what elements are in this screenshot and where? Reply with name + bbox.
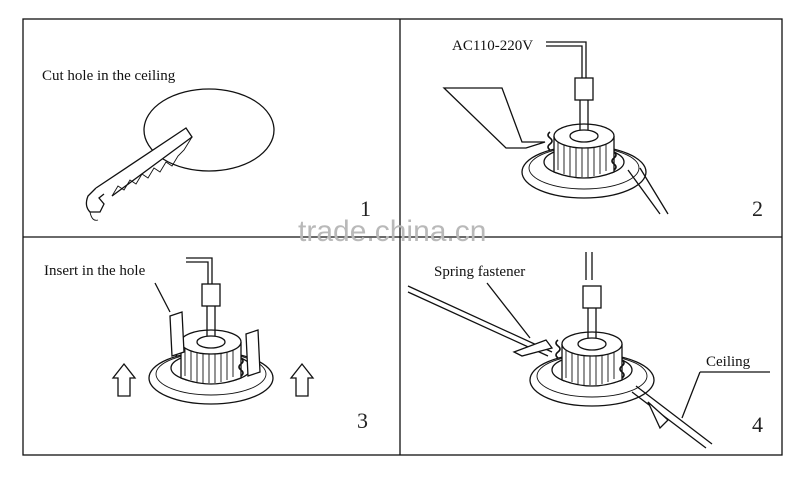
spring-arm-left [169,311,185,357]
power-cable [546,41,587,78]
watermark: trade.china.cn [298,215,486,248]
ceiling-hole-outline [143,88,275,172]
panel-1: Cut hole in the ceiling 1 [42,68,371,221]
panel-2: AC110-220V 2 [442,38,763,221]
spring-clip-left-4 [512,339,554,357]
step-number-1: 1 [360,196,371,221]
downlight-unit [521,77,647,199]
spring-clip-right-4 [647,401,669,430]
label-spring-fastener: Spring fastener [434,264,525,280]
power-cable-4 [585,252,593,280]
spring-clip-left [442,87,546,149]
label-cut-hole: Cut hole in the ceiling [42,68,176,84]
up-arrow-icon-right [289,362,315,397]
power-cable-3 [186,257,213,286]
step-number-3: 3 [357,408,368,433]
ceiling-pointer [681,371,770,419]
fastener-pointer [486,282,531,339]
panel-3: Insert in the hole 3 [44,257,368,433]
ceiling-board-left [407,285,553,357]
panel-4: Spring fastener Ceiling 4 [407,252,770,449]
ceiling-board-right [631,385,713,449]
up-arrow-icon-left [111,362,137,397]
label-ceiling: Ceiling [706,354,751,370]
label-voltage: AC110-220V [452,38,533,54]
step-number-2: 2 [752,196,763,221]
panel-frame [22,18,783,456]
spring-clip-right [627,167,669,215]
spring-arm-right [245,329,261,377]
label-insert-hole: Insert in the hole [44,263,146,279]
saw-icon [85,127,193,221]
step-number-4: 4 [752,412,763,437]
insert-pointer [154,282,171,313]
